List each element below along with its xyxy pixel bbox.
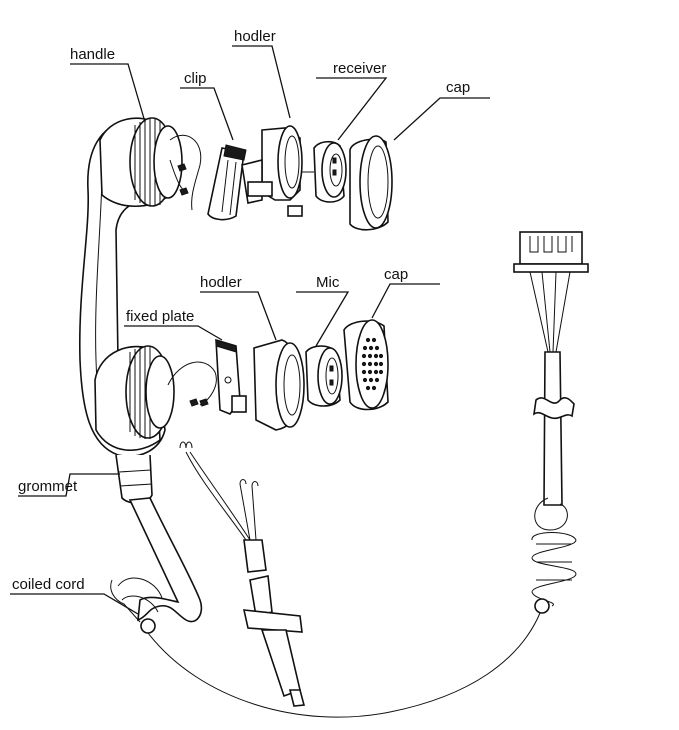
center-cable <box>179 441 306 707</box>
label-grommet: grommet <box>18 478 78 495</box>
label-fixed-plate: fixed plate <box>126 308 194 325</box>
label-receiver: receiver <box>333 60 386 77</box>
leader-lines <box>10 45 490 615</box>
top-wire <box>169 134 202 211</box>
coiled-cord <box>110 497 550 718</box>
handset-handle <box>78 117 183 504</box>
bottom-holder-part <box>253 339 305 431</box>
label-handle: handle <box>70 46 115 63</box>
wire-connector <box>513 231 589 353</box>
fixed-plate-part <box>215 338 247 415</box>
label-holder-top: hodler <box>234 28 276 45</box>
label-clip: clip <box>184 70 207 87</box>
label-cap-top: cap <box>446 79 470 96</box>
label-coiled-cord: coiled cord <box>12 576 85 593</box>
top-cap-part <box>349 135 393 231</box>
clip-part <box>207 144 247 221</box>
bottom-wire <box>167 361 217 406</box>
receiver-part <box>302 140 347 203</box>
mic-part <box>305 345 343 407</box>
top-holder-part <box>241 125 303 217</box>
label-cap-bottom: cap <box>384 266 408 283</box>
right-cable <box>531 351 577 607</box>
bottom-cap-part <box>343 319 389 411</box>
label-holder-bottom: hodler <box>200 274 242 291</box>
label-mic: Mic <box>316 274 340 291</box>
